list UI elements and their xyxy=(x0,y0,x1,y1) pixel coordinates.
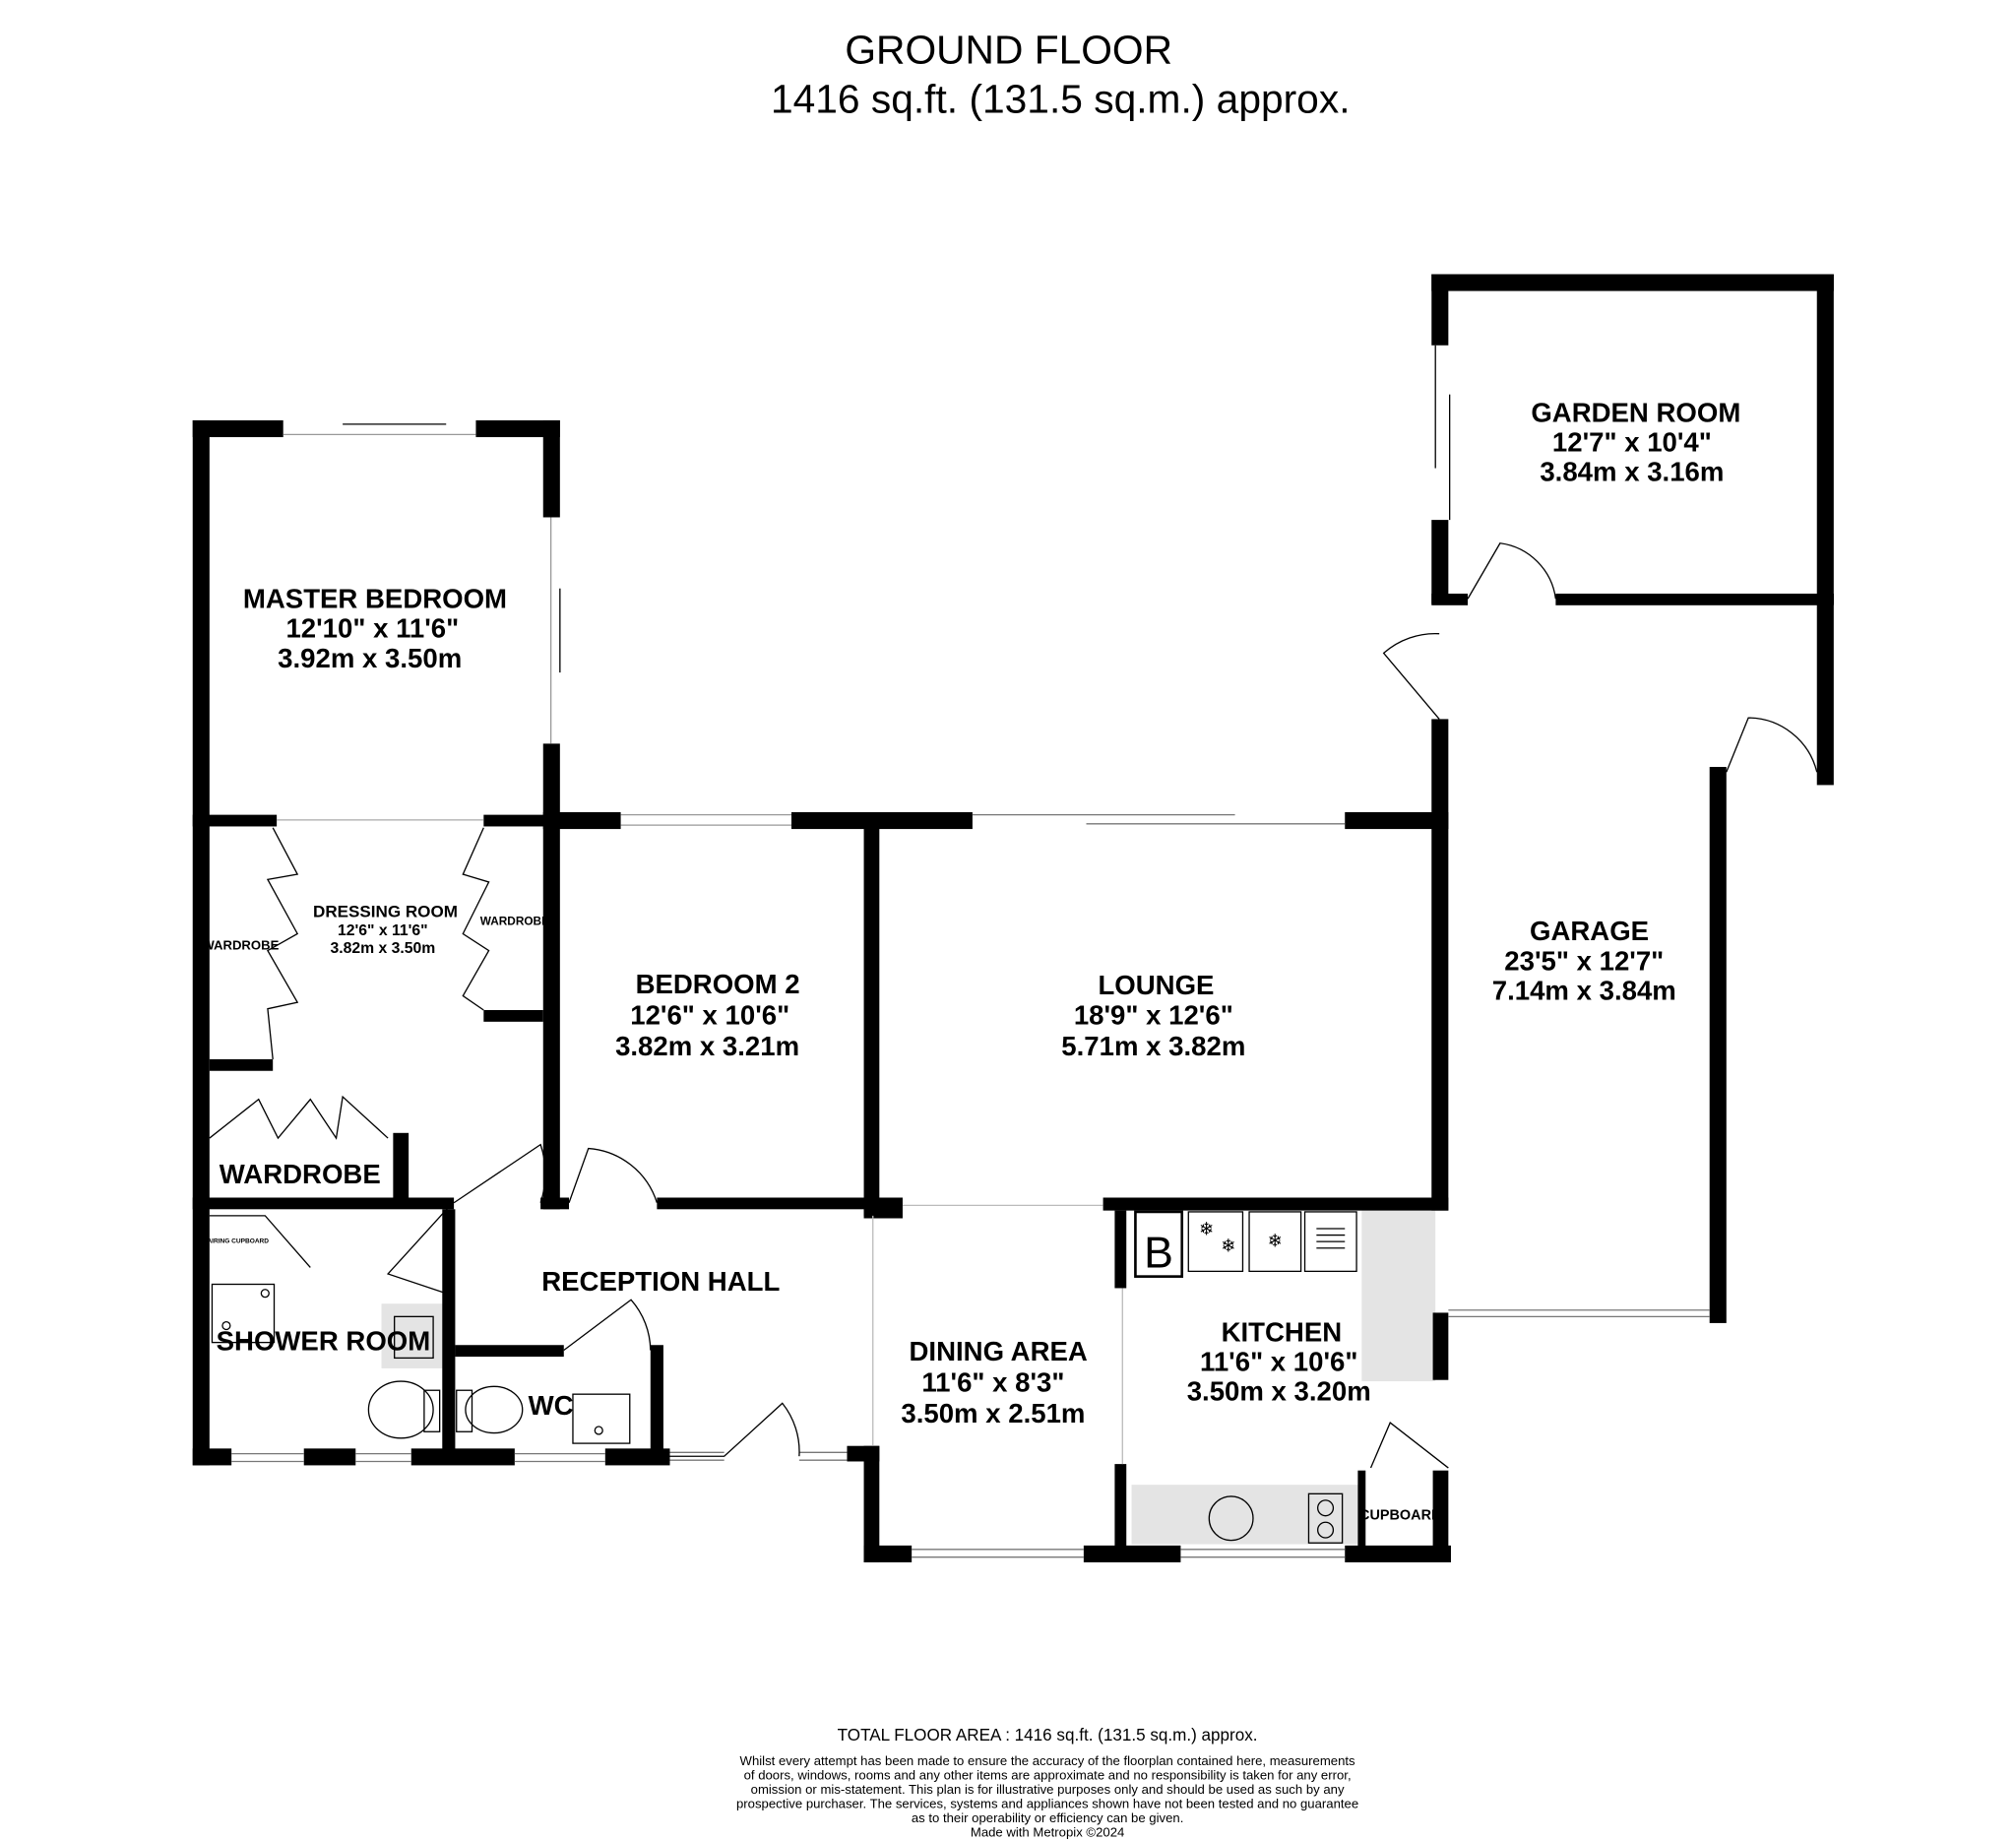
master-bedroom-metric: 3.92m x 3.50m xyxy=(278,643,462,673)
bedroom2-metric: 3.82m x 3.21m xyxy=(615,1031,799,1061)
basin-shower xyxy=(394,1315,434,1360)
reception-hall-label: RECEPTION HALL xyxy=(541,1266,780,1297)
disclaimer-line: prospective purchaser. The services, sys… xyxy=(735,1798,1359,1812)
footer: TOTAL FLOOR AREA : 1416 sq.ft. (131.5 sq… xyxy=(685,1725,1410,1840)
disclaimer: Whilst every attempt has been made to en… xyxy=(685,1755,1410,1840)
wardrobe-left-label: WARDROBE xyxy=(202,937,279,952)
lounge-imperial: 18'9" x 12'6" xyxy=(1074,999,1233,1030)
wardrobe-main-label: WARDROBE xyxy=(220,1159,381,1189)
kitchen-appliances xyxy=(1134,1210,1357,1544)
garden-room-name: GARDEN ROOM xyxy=(1531,397,1740,427)
dressing-room-imperial: 12'6" x 11'6" xyxy=(338,922,428,939)
kitchen-imperial: 11'6" x 10'6" xyxy=(1200,1347,1357,1377)
svg-text:❄: ❄ xyxy=(1268,1231,1283,1251)
svg-text:❄: ❄ xyxy=(1199,1220,1214,1240)
shower-tray xyxy=(211,1283,276,1344)
boiler-label: B xyxy=(1144,1229,1173,1277)
made-with-credit: Made with Metropix ©2024 xyxy=(970,1825,1125,1840)
garage-imperial: 23'5" x 12'7" xyxy=(1504,945,1664,976)
garden-room-metric: 3.84m x 3.16m xyxy=(1540,457,1724,487)
toilet-wc xyxy=(456,1385,524,1434)
thin-lines xyxy=(231,345,1710,1558)
bedroom2-imperial: 12'6" x 10'6" xyxy=(630,999,789,1030)
dining-area-imperial: 11'6" x 8'3" xyxy=(921,1367,1064,1398)
kitchen-metric: 3.50m x 3.20m xyxy=(1187,1376,1371,1407)
dressing-room-name: DRESSING ROOM xyxy=(313,902,458,920)
dining-area-metric: 3.50m x 2.51m xyxy=(901,1398,1085,1428)
wardrobe-right-label: WARDROBE xyxy=(480,914,549,927)
dining-area-name: DINING AREA xyxy=(910,1336,1088,1366)
kitchen-name: KITCHEN xyxy=(1222,1316,1343,1347)
garage-metric: 7.14m x 3.84m xyxy=(1492,975,1676,1005)
toilet-shower xyxy=(367,1380,441,1439)
snowflake-icons: ❄ ❄ ❄ xyxy=(1199,1220,1283,1257)
garden-room-imperial: 12'7" x 10'4" xyxy=(1552,426,1712,457)
svg-text:❄: ❄ xyxy=(1221,1237,1235,1257)
door-swings xyxy=(209,542,1818,1469)
master-bedroom-name: MASTER BEDROOM xyxy=(243,583,507,613)
wc-label: WC xyxy=(529,1390,574,1421)
total-floor-area: TOTAL FLOOR AREA : 1416 sq.ft. (131.5 sq… xyxy=(837,1725,1258,1745)
master-bedroom-imperial: 12'10" x 11'6" xyxy=(285,613,459,644)
dressing-room-metric: 3.82m x 3.50m xyxy=(330,940,435,957)
floor-area: 1416 sq.ft. (131.5 sq.m.) approx. xyxy=(770,76,1351,122)
cupboard-label: CUPBOARD xyxy=(1359,1508,1441,1524)
bedroom2-name: BEDROOM 2 xyxy=(636,969,800,999)
airing-cupboard-label: AIRING CUPBOARD xyxy=(207,1237,269,1244)
walls xyxy=(192,274,1834,1562)
shower-room-label: SHOWER ROOM xyxy=(217,1326,431,1357)
disclaimer-line: omission or mis-statement. This plan is … xyxy=(750,1783,1345,1799)
disclaimer-line: of doors, windows, rooms and any other i… xyxy=(743,1769,1352,1784)
lounge-metric: 5.71m x 3.82m xyxy=(1061,1031,1245,1061)
garage-name: GARAGE xyxy=(1530,916,1649,946)
disclaimer-line: Whilst every attempt has been made to en… xyxy=(739,1754,1355,1770)
disclaimer-line: as to their operability or efficiency ca… xyxy=(911,1811,1184,1826)
basin-wc xyxy=(572,1393,631,1444)
lounge-name: LOUNGE xyxy=(1098,970,1214,1000)
floor-title: GROUND FLOOR xyxy=(845,27,1172,73)
